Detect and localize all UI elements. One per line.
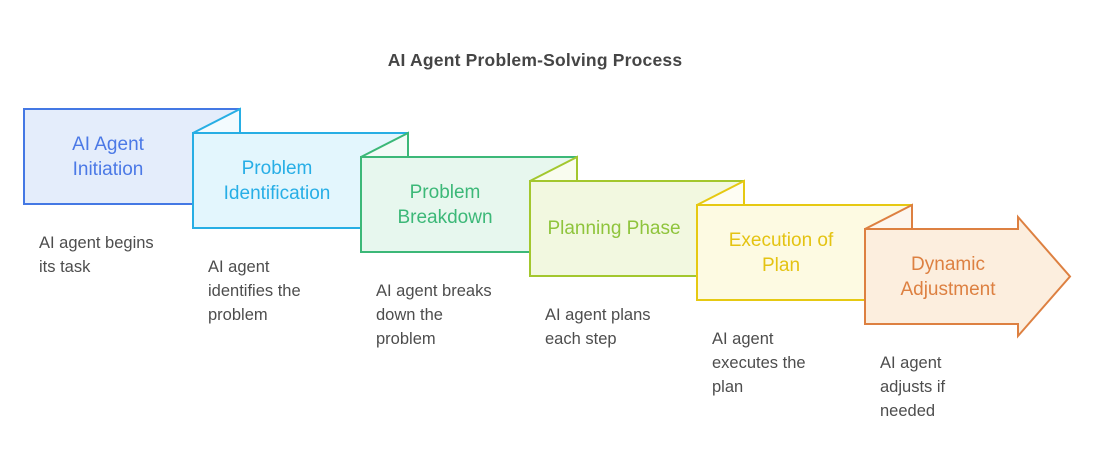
step-5-description: AI agent executes the plan <box>712 327 806 399</box>
step-2-description-line: identifies the <box>208 282 301 300</box>
step-2-description-line: problem <box>208 306 268 324</box>
step-5-title-line: Execution of <box>728 229 834 251</box>
step-4-title-line: Planning Phase <box>547 218 681 239</box>
step-5-description-line: AI agent <box>712 330 774 348</box>
step-6-title-line: Adjustment <box>900 278 996 300</box>
step-5-title: Execution of Plan <box>697 205 865 300</box>
step-5-description-line: executes the <box>712 354 806 372</box>
step-4-description-line: AI agent plans <box>545 306 651 324</box>
step-2-title-line: Problem <box>241 157 313 179</box>
step-6-description: AI agent adjusts if needed <box>880 351 945 423</box>
step-1-description-line: AI agent begins <box>39 234 154 252</box>
step-6-description-line: adjusts if <box>880 378 946 396</box>
step-3-title-line: Breakdown <box>397 206 493 228</box>
step-2-title-line: Identification <box>223 182 331 204</box>
step-6-description-line: AI agent <box>880 354 942 372</box>
step-6-arrow <box>864 214 1072 339</box>
diagram-title: AI Agent Problem-Solving Process <box>387 50 683 70</box>
step-1-description-line: its task <box>39 258 91 276</box>
step-3-title-line: Problem <box>409 181 481 203</box>
step-3-description-line: AI agent breaks <box>376 282 492 300</box>
step-3-description-line: down the <box>376 306 443 324</box>
step-4-description-line: each step <box>545 330 617 348</box>
step-5-title-line: Plan <box>761 254 801 276</box>
step-1-title-line: AI Agent <box>72 133 144 155</box>
step-2-description-line: AI agent <box>208 258 270 276</box>
step-5-description-line: plan <box>712 378 744 396</box>
step-4-description: AI agent plans each step <box>545 303 651 351</box>
step-2-description: AI agent identifies the problem <box>208 255 301 327</box>
step-1-description: AI agent begins its task <box>39 231 154 279</box>
step-4-title: Planning Phase <box>530 181 698 276</box>
step-6-description-line: needed <box>880 402 936 420</box>
step-6-title-line: Dynamic <box>911 253 985 275</box>
step-3-description-line: problem <box>376 330 436 348</box>
step-1-title-line: Initiation <box>72 158 144 180</box>
step-3-description: AI agent breaks down the problem <box>376 279 492 351</box>
